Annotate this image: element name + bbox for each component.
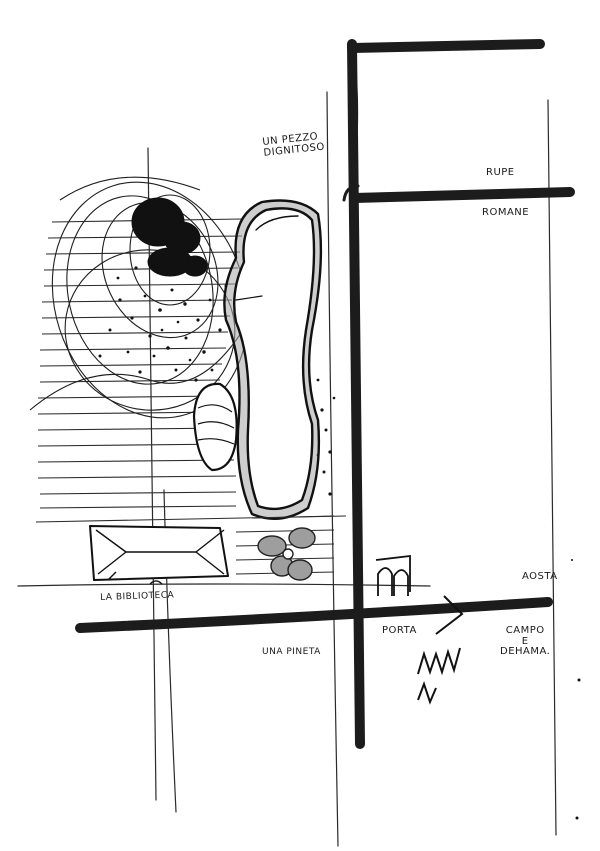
dark-tree-blob: [131, 197, 208, 277]
roads: [75, 39, 575, 749]
margin-marks: [571, 559, 581, 820]
label-campo: CAMPO E DEHAMA.: [500, 625, 551, 657]
label-pineta: UNA PINETA: [262, 647, 321, 657]
pineta-flower: [257, 527, 316, 581]
building-form: [223, 199, 323, 520]
label-romane: ROMANE: [482, 207, 530, 218]
label-aosta: AOSTA: [522, 571, 558, 582]
stipple-dots: [98, 266, 336, 496]
label-porta: PORTA: [382, 625, 417, 636]
small-oval-pavilion: [192, 382, 238, 472]
arrow-right-icon: [435, 595, 464, 635]
label-rupe: RUPE: [486, 167, 515, 178]
squiggle-marks: [417, 647, 461, 705]
library-box: [89, 525, 229, 585]
arches: [375, 554, 411, 596]
